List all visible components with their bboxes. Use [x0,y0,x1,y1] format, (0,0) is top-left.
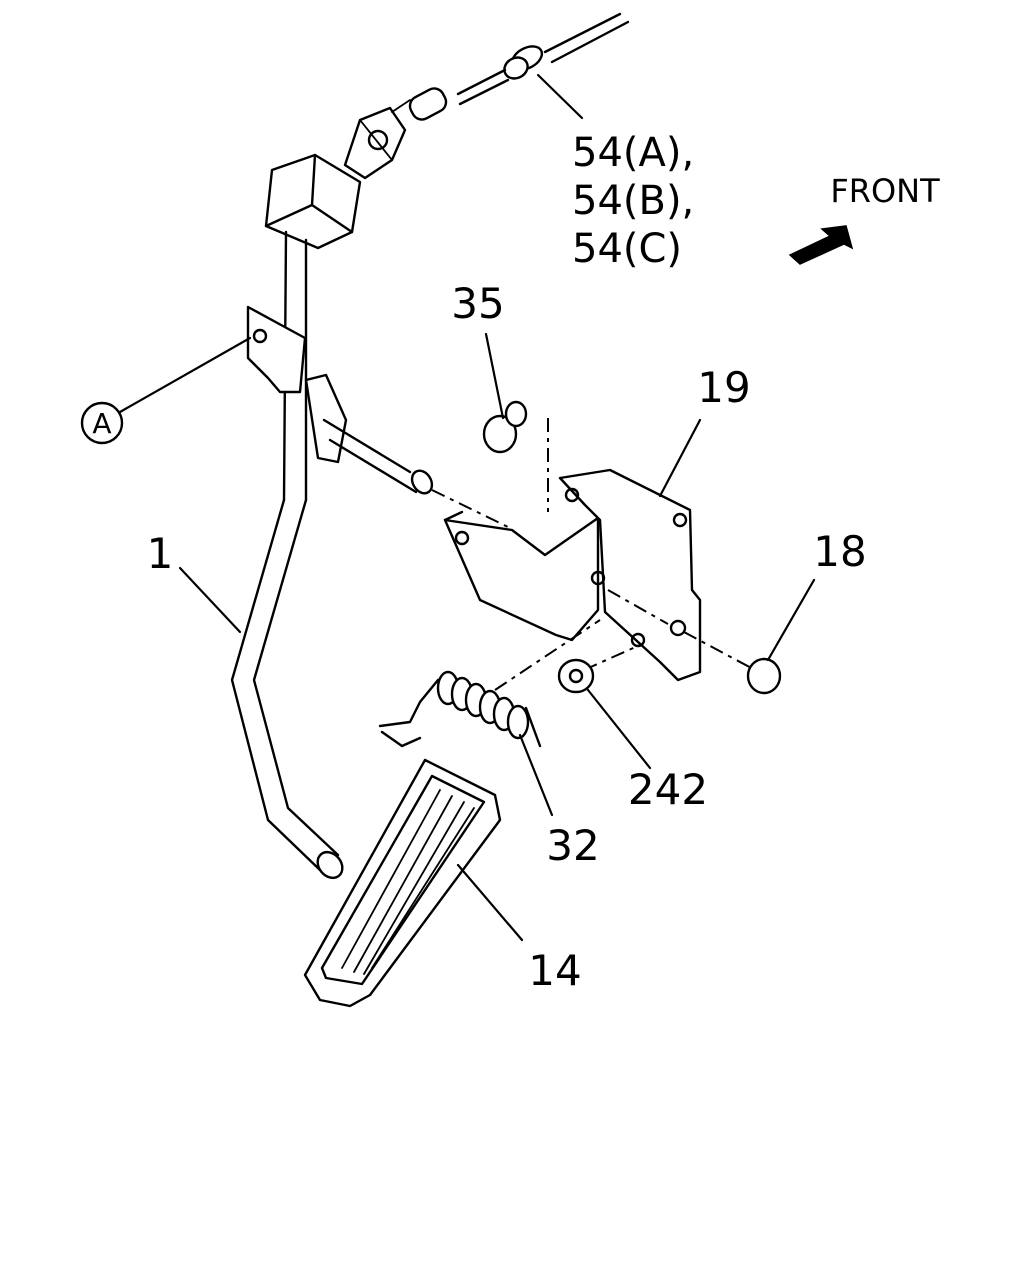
callout-54b: 54(B), [572,178,694,224]
callout-18: 18 [813,527,866,576]
callout-14: 14 [528,946,581,995]
front-label: FRONT [830,172,940,210]
pedal-pad-14 [303,758,502,1008]
arm-bracket [246,305,434,495]
leader-lines [118,73,816,942]
reference-a-label: A [92,407,111,440]
front-direction-arrow [788,225,854,265]
bushing-18 [746,657,782,695]
nut-242 [557,658,595,694]
callout-54c: 54(C) [572,226,682,272]
callout-32: 32 [546,821,599,870]
callout-1: 1 [147,529,174,578]
reference-a-circle [80,401,124,445]
callout-242: 242 [628,765,708,814]
cable-end-fitting [343,106,407,180]
assembly-lines [431,418,756,691]
return-spring-32 [378,670,542,748]
pedal-bracket [443,468,702,682]
throttle-cable [391,12,630,121]
callout-19: 19 [697,363,750,412]
callout-54a: 54(A), [572,130,694,176]
pedal-arm [230,153,362,880]
clip-35 [482,400,528,454]
callout-35: 35 [451,279,504,328]
